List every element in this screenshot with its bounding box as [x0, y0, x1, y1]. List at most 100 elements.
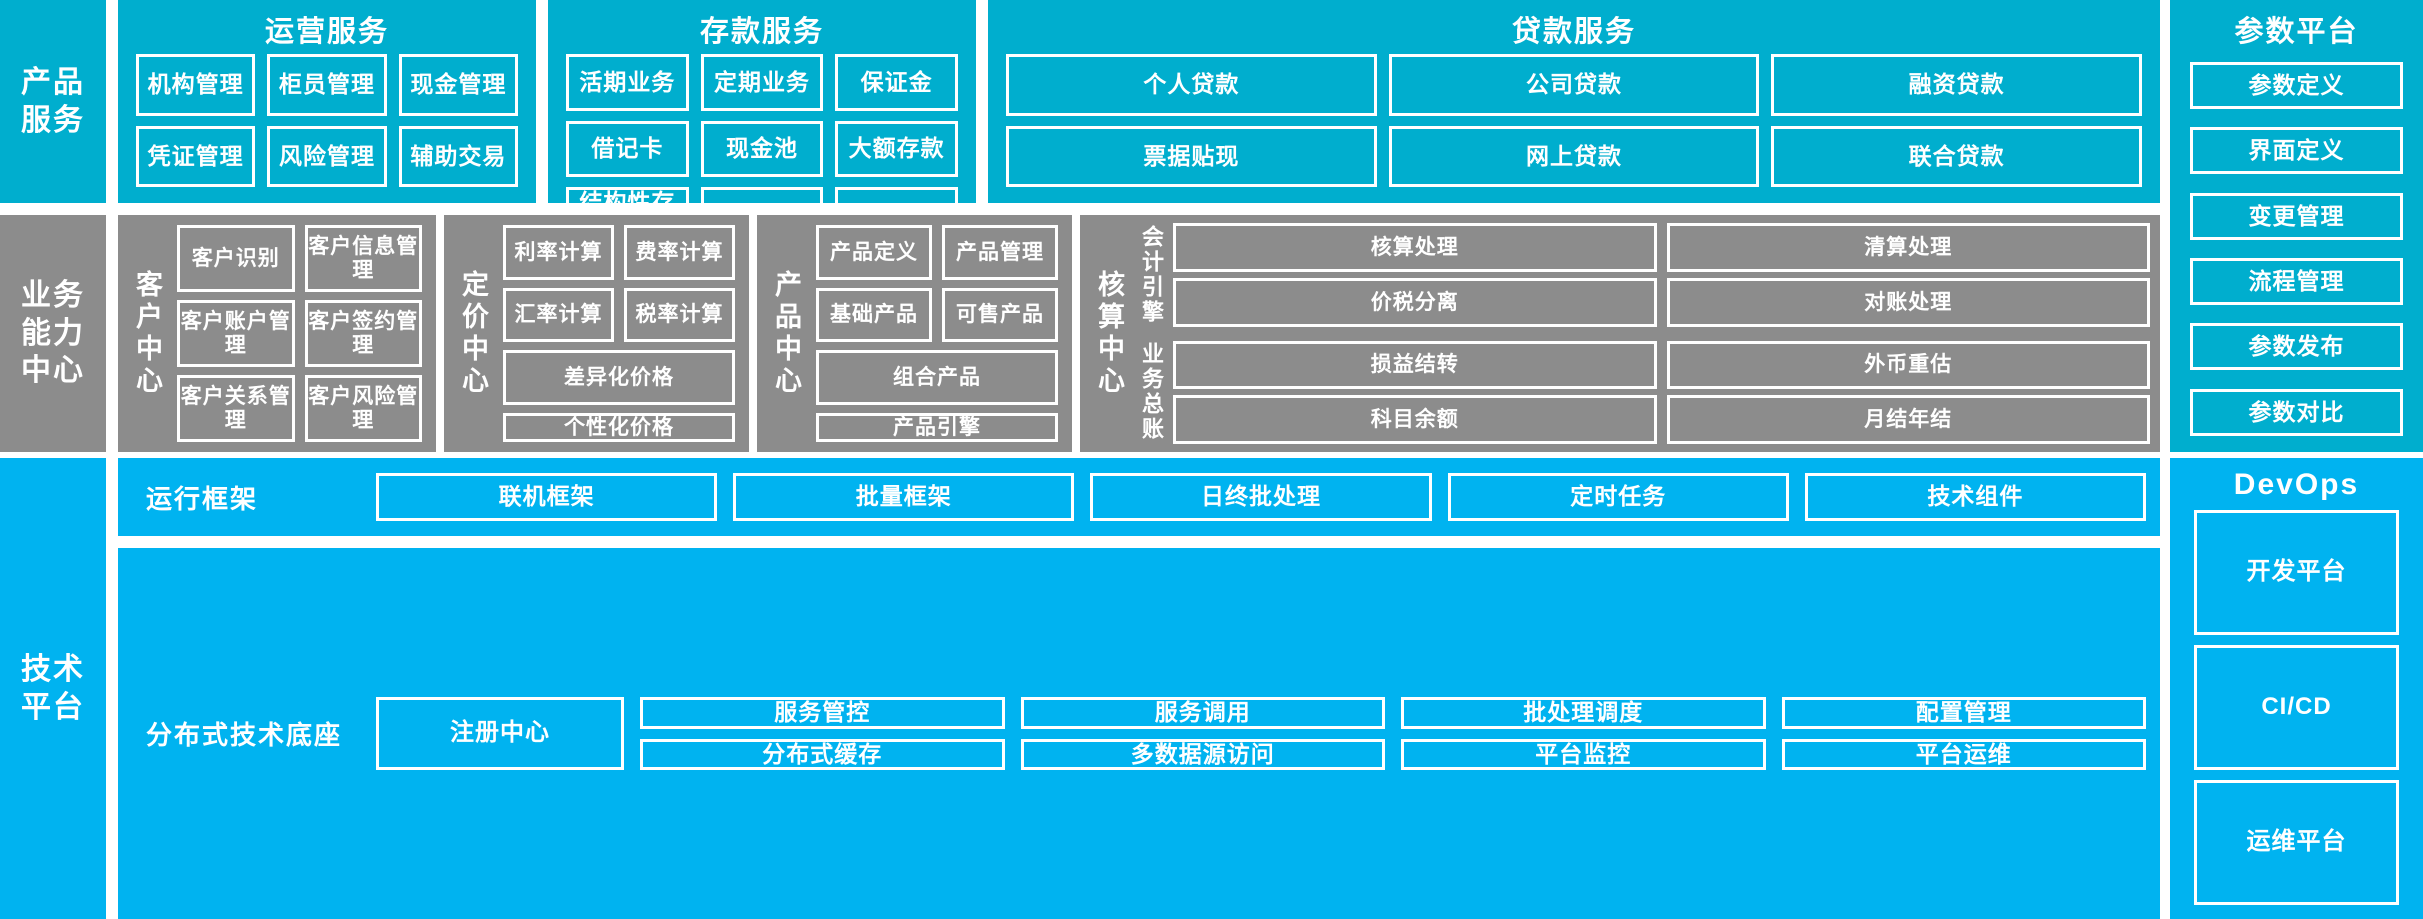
service-item[interactable]: 借记卡 — [566, 120, 689, 178]
group-title-operation: 运营服务 — [264, 16, 389, 48]
service-item[interactable]: 公司贷款 — [1388, 54, 1760, 116]
tech-item[interactable]: 联机框架 — [376, 473, 718, 521]
capability-item[interactable]: 基础产品 — [816, 287, 932, 343]
band-label-text: 产品服务 — [21, 66, 85, 137]
capability-item[interactable]: 差异化价格 — [503, 350, 735, 405]
capability-item[interactable]: 个性化价格 — [503, 412, 735, 442]
devops-title: DevOps — [2233, 468, 2360, 501]
parameter-item[interactable]: 变更管理 — [2190, 192, 2403, 240]
devops-item[interactable]: 运维平台 — [2194, 780, 2399, 905]
tech-item[interactable]: 技术组件 — [1804, 473, 2146, 521]
tech-item[interactable]: 多数据源访问 — [1020, 738, 1385, 770]
group-items-loan: 个人贷款 公司贷款 融资贷款 票据贴现 网上贷款 联合贷款 — [998, 50, 2150, 191]
center-label-product: 产品中心 — [771, 269, 801, 398]
capability-item[interactable]: 客户风险管理 — [304, 375, 422, 442]
tech-row-runtime-framework: 运行框架 联机框架 批量框架 日终批处理 定时任务 技术组件 — [118, 458, 2160, 536]
band-product-services: 产品服务 运营服务 机构管理 柜员管理 现金管理 凭证管理 风险管理 辅助交易 … — [0, 0, 2423, 452]
parameter-item[interactable]: 界面定义 — [2190, 127, 2403, 175]
tech-item[interactable]: 服务管控 — [640, 697, 1005, 729]
capability-item[interactable]: 费率计算 — [624, 225, 735, 280]
devops-item[interactable]: 开发平台 — [2194, 510, 2399, 635]
devops-items: 开发平台 CI/CD 运维平台 — [2194, 510, 2399, 905]
service-item[interactable]: 联合贷款 — [1771, 125, 2142, 187]
capability-item[interactable]: 可售产品 — [942, 287, 1058, 343]
service-item[interactable]: 个人贷款 — [1006, 54, 1377, 116]
band-label-business-capability: 业务能力中心 — [0, 215, 106, 452]
service-item[interactable]: 融资贷款 — [1771, 54, 2142, 116]
service-item[interactable]: 网上贷款 — [1388, 125, 1760, 187]
parameter-item[interactable]: 参数定义 — [2190, 62, 2403, 110]
tech-item[interactable]: 批量框架 — [733, 473, 1075, 521]
service-item[interactable]: 票据贴现 — [1006, 125, 1377, 187]
capability-item[interactable]: 税率计算 — [624, 287, 735, 343]
tech-row-distributed-base: 分布式技术底座 注册中心 服务管控 服务调用 批处理调度 配置管理 分布式缓存 … — [118, 548, 2160, 919]
capability-item[interactable]: 客户账户管理 — [177, 300, 295, 367]
band-label-technical-platform: 技术平台 — [0, 458, 106, 919]
service-item[interactable]: 保证金 — [835, 54, 958, 111]
service-item[interactable]: 大额存款 — [835, 120, 958, 178]
capability-item[interactable]: 客户签约管理 — [304, 300, 422, 367]
band-label-text: 业务能力中心 — [21, 279, 85, 388]
service-item[interactable]: 活期业务 — [566, 54, 689, 111]
center-label-customer: 客户中心 — [132, 269, 162, 398]
center-pricing: 定价中心 利率计算 费率计算 汇率计算 税率计算 差异化价格 个性化价格 — [444, 215, 749, 452]
service-item[interactable]: 凭证管理 — [136, 125, 256, 187]
accounting-item[interactable]: 月结年结 — [1666, 395, 2150, 444]
center-label-pricing: 定价中心 — [458, 269, 488, 398]
parameter-item[interactable]: 参数对比 — [2190, 388, 2403, 436]
technical-platform-rows: 运行框架 联机框架 批量框架 日终批处理 定时任务 技术组件 分布式技术底座 注… — [118, 458, 2160, 919]
accounting-item[interactable]: 价税分离 — [1173, 277, 1657, 327]
capability-item[interactable]: 客户信息管理 — [304, 225, 422, 292]
tech-item[interactable]: 配置管理 — [1781, 697, 2146, 729]
group-deposit-services: 存款服务 活期业务 定期业务 保证金 借记卡 现金池 大额存款 结构性存款 账户… — [548, 0, 976, 244]
group-operation-services: 运营服务 机构管理 柜员管理 现金管理 凭证管理 风险管理 辅助交易 — [118, 0, 536, 203]
accounting-item[interactable]: 核算处理 — [1173, 223, 1657, 272]
capability-item[interactable]: 产品定义 — [816, 225, 932, 280]
tech-item[interactable]: 分布式缓存 — [640, 738, 1005, 770]
capability-item[interactable]: 组合产品 — [816, 350, 1058, 405]
capability-centers: 客户中心 客户识别 客户信息管理 客户账户管理 客户签约管理 客户关系管理 客户… — [118, 215, 2160, 452]
service-item[interactable]: 柜员管理 — [267, 54, 387, 116]
parameter-item[interactable]: 流程管理 — [2190, 258, 2403, 306]
accounting-section-label-engine: 会计引擎 — [1139, 224, 1164, 325]
product-service-groups: 运营服务 机构管理 柜员管理 现金管理 凭证管理 风险管理 辅助交易 存款服务 … — [118, 0, 2160, 244]
accounting-item[interactable]: 损益结转 — [1173, 340, 1657, 390]
capability-item[interactable]: 客户关系管理 — [177, 375, 295, 442]
accounting-item[interactable]: 清算处理 — [1666, 223, 2150, 272]
tech-item[interactable]: 平台运维 — [1781, 738, 2146, 770]
accounting-ledger-items: 损益结转 外币重估 科目余额 月结年结 — [1173, 340, 2150, 444]
capability-item[interactable]: 产品管理 — [942, 225, 1058, 280]
tech-item[interactable]: 服务调用 — [1020, 697, 1385, 729]
tech-item[interactable]: 批处理调度 — [1401, 697, 1766, 729]
service-item[interactable]: 现金管理 — [398, 54, 518, 116]
devops-item[interactable]: CI/CD — [2194, 645, 2399, 770]
band-label-product-services: 产品服务 — [0, 0, 106, 203]
band-technical-platform: 技术平台 运行框架 联机框架 批量框架 日终批处理 定时任务 技术组件 分布式技… — [0, 458, 2423, 919]
service-item[interactable]: 现金池 — [700, 120, 824, 178]
center-customer: 客户中心 客户识别 客户信息管理 客户账户管理 客户签约管理 客户关系管理 客户… — [118, 215, 436, 452]
accounting-item[interactable]: 科目余额 — [1173, 395, 1657, 444]
group-loan-services: 贷款服务 个人贷款 公司贷款 融资贷款 票据贴现 网上贷款 联合贷款 — [988, 0, 2160, 203]
accounting-section-ledger: 业务总账 损益结转 外币重估 科目余额 月结年结 — [1135, 340, 2150, 444]
service-item[interactable]: 辅助交易 — [398, 125, 518, 187]
tech-item-registry[interactable]: 注册中心 — [376, 697, 624, 770]
parameter-item[interactable]: 参数发布 — [2190, 323, 2403, 371]
center-accounting: 核算中心 会计引擎 核算处理 清算处理 价税分离 对账处理 业务总账 — [1080, 215, 2160, 452]
service-item[interactable]: 机构管理 — [136, 54, 256, 116]
tech-item[interactable]: 日终批处理 — [1090, 473, 1432, 521]
accounting-item[interactable]: 外币重估 — [1666, 340, 2150, 390]
group-items-deposit: 活期业务 定期业务 保证金 借记卡 现金池 大额存款 结构性存款 账户限制 司法… — [558, 50, 966, 248]
service-item[interactable]: 定期业务 — [700, 54, 824, 111]
parameter-platform-items: 参数定义 界面定义 变更管理 流程管理 参数发布 参数对比 — [2190, 56, 2403, 442]
capability-item[interactable]: 汇率计算 — [503, 287, 614, 343]
capability-item[interactable]: 利率计算 — [503, 225, 614, 280]
band-business-capability: 业务能力中心 客户中心 客户识别 客户信息管理 客户账户管理 客户签约管理 客户… — [0, 215, 2423, 452]
capability-item[interactable]: 客户识别 — [177, 225, 295, 292]
accounting-section-label-ledger: 业务总账 — [1139, 342, 1164, 443]
capability-item[interactable]: 产品引擎 — [816, 412, 1058, 442]
accounting-item[interactable]: 对账处理 — [1666, 277, 2150, 327]
service-item[interactable]: 风险管理 — [267, 125, 387, 187]
tech-item[interactable]: 平台监控 — [1401, 738, 1766, 770]
tech-item[interactable]: 定时任务 — [1447, 473, 1789, 521]
